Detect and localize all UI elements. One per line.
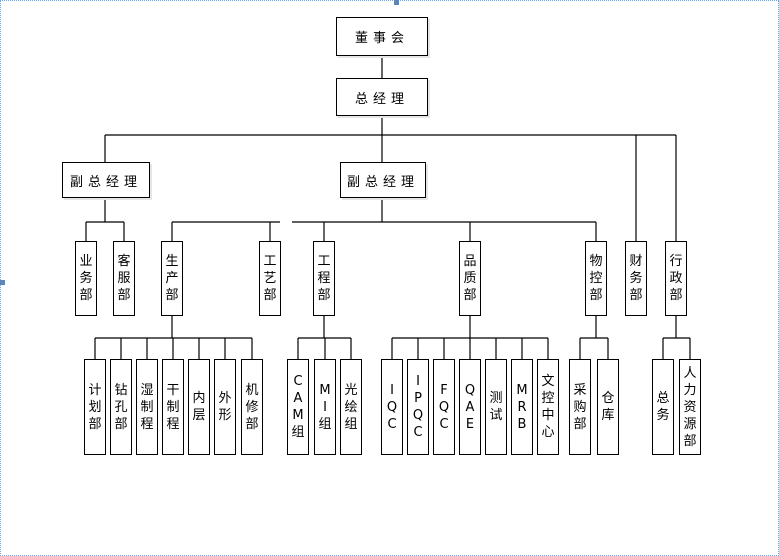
- unit-purchasing: 采购部: [569, 359, 591, 455]
- dept-quality: 品质部: [459, 241, 481, 316]
- unit-drilling: 钻孔部: [110, 359, 132, 455]
- dept-production: 生产部: [161, 241, 183, 316]
- dept-finance: 财务部: [625, 241, 647, 316]
- board-label: 董事会: [354, 31, 409, 46]
- dept-engineering-label: 工程部: [317, 254, 331, 303]
- general-manager-box: 总经理: [336, 78, 428, 116]
- dept-process-label: 工艺部: [263, 254, 277, 303]
- board-box: 董事会: [336, 17, 428, 56]
- dept-engineering: 工程部: [313, 241, 335, 316]
- unit-inner-layer: 内层: [188, 359, 210, 455]
- unit-human-resources-label: 人力资源部: [683, 365, 697, 449]
- unit-profiling: 外形: [214, 359, 236, 455]
- unit-wet-process-label: 湿制程: [140, 382, 154, 432]
- vice-gm-left-label: 副总经理: [69, 174, 142, 190]
- dept-process: 工艺部: [259, 241, 281, 316]
- vice-gm-left-box: 副总经理: [62, 162, 150, 198]
- unit-phototool-group: 光绘组: [340, 359, 362, 455]
- unit-human-resources: 人力资源部: [679, 359, 701, 455]
- unit-profiling-label: 外形: [218, 391, 232, 423]
- unit-document-control: 文控中心: [537, 359, 559, 455]
- unit-dry-process-label: 干制程: [166, 382, 180, 432]
- unit-maintenance-label: 机修部: [245, 382, 259, 432]
- unit-wet-process: 湿制程: [136, 359, 158, 455]
- unit-maintenance: 机修部: [241, 359, 263, 455]
- unit-purchasing-label: 采购部: [573, 382, 587, 432]
- dept-production-label: 生产部: [165, 254, 179, 303]
- dept-customer-service: 客服部: [113, 241, 135, 316]
- unit-general-affairs: 总务: [652, 359, 674, 455]
- unit-inner-layer-label: 内层: [192, 391, 206, 423]
- unit-warehouse: 仓库: [597, 359, 619, 455]
- dept-business-label: 业务部: [79, 254, 93, 303]
- resize-handle-left[interactable]: [0, 280, 5, 285]
- dept-finance-label: 财务部: [629, 254, 643, 303]
- unit-testing: 测试: [485, 359, 507, 455]
- dept-administration-label: 行政部: [669, 254, 683, 303]
- unit-document-control-label: 文控中心: [541, 374, 555, 440]
- unit-phototool-group-label: 光绘组: [344, 382, 358, 432]
- dept-quality-label: 品质部: [463, 254, 477, 303]
- unit-drilling-label: 钻孔部: [114, 382, 128, 432]
- dept-material-control: 物控部: [585, 241, 607, 316]
- dept-administration: 行政部: [665, 241, 687, 316]
- unit-planning: 计划部: [84, 359, 106, 455]
- unit-testing-label: 测试: [489, 391, 503, 423]
- vice-gm-center-label: 副总经理: [346, 174, 419, 190]
- vice-gm-center-box: 副总经理: [340, 162, 426, 198]
- dept-customer-service-label: 客服部: [117, 254, 131, 303]
- dept-material-control-label: 物控部: [589, 254, 603, 303]
- unit-dry-process: 干制程: [162, 359, 184, 455]
- unit-general-affairs-label: 总务: [656, 391, 670, 423]
- unit-planning-label: 计划部: [88, 382, 102, 432]
- unit-warehouse-label: 仓库: [601, 391, 615, 423]
- resize-handle-top[interactable]: [394, 0, 399, 5]
- dept-business: 业务部: [75, 241, 97, 316]
- general-manager-label: 总经理: [354, 91, 409, 107]
